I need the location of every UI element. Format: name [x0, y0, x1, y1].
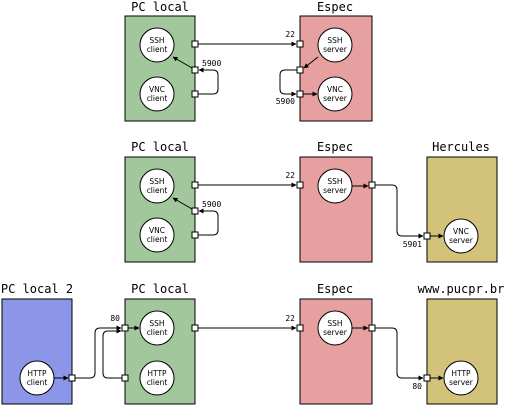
- espec-to-hercules: [375, 184, 424, 239]
- espec-title-3: Espec: [317, 282, 353, 296]
- vnc-server-node: VNC server: [317, 76, 353, 112]
- ssh-server-3-line1: SSH: [327, 319, 342, 328]
- row-1: PC local Espec SSH client VNC client SSH…: [124, 0, 373, 122]
- port-80-pucpr: [423, 374, 431, 382]
- http-server-line1: HTTP: [451, 369, 471, 378]
- port-5900-espec: [296, 90, 304, 98]
- espec-loop: [279, 69, 297, 97]
- port-5900-espec-label: 5900: [276, 97, 295, 106]
- http-client-pc-to-port-80: [102, 328, 122, 379]
- vnc-client-line2: client: [147, 94, 168, 103]
- pc2-to-port-80: [75, 325, 122, 379]
- ssh-server-node-3: SSH server: [317, 310, 353, 346]
- pucpr-title: www.pucpr.br: [418, 282, 505, 296]
- port-80-pc: [121, 324, 129, 332]
- vnc-client-loop: [198, 67, 219, 95]
- port-relay-espec: [296, 66, 304, 74]
- vnc-client-node-2: VNC client: [139, 217, 175, 253]
- ssh-server-3-line2: server: [323, 328, 348, 337]
- port-22-espec: [296, 40, 304, 48]
- ssh-server-node: SSH server: [317, 27, 353, 63]
- vnc-client-2-line2: client: [147, 235, 168, 244]
- http-client-pc-node: HTTP client: [139, 360, 175, 396]
- ssh-client-node-2: SSH client: [139, 168, 175, 204]
- row-3: PC local 2 PC local Espec www.pucpr.br H…: [1, 282, 505, 405]
- port-5900-pc: [191, 66, 199, 74]
- vnc-client-2-line1: VNC: [149, 226, 165, 235]
- pc-local-title-3: PC local: [131, 282, 189, 296]
- port-ssh-client-3: [191, 324, 199, 332]
- http-client-pc-line1: HTTP: [147, 369, 167, 378]
- port-5900-pc-label: 5900: [202, 59, 221, 68]
- forward-to-ssh-client-2: [172, 197, 193, 210]
- vnc-client-loop-2: [198, 208, 219, 236]
- vnc-client-line1: VNC: [149, 85, 165, 94]
- port-vnc-client: [191, 90, 199, 98]
- port-out-espec-3: [368, 324, 376, 332]
- ssh-server-to-relay: [303, 56, 319, 69]
- vnc-client-node: VNC client: [139, 76, 175, 112]
- port-22-espec-2: [296, 181, 304, 189]
- http-server-line2: server: [449, 378, 474, 387]
- http-client-pc-line2: client: [147, 378, 168, 387]
- ssh-server-2-line1: SSH: [327, 177, 342, 186]
- port-5900-label-2: 5900: [202, 200, 221, 209]
- ssh-server-line1: SSH: [327, 36, 342, 45]
- hercules-title: Hercules: [432, 140, 490, 154]
- port-ssh-client-2: [191, 181, 199, 189]
- http-client-pc2-line1: HTTP: [27, 369, 47, 378]
- port-22-label-2: 22: [285, 171, 295, 180]
- port-http-client-pc2: [68, 374, 76, 382]
- pc-local-2-title: PC local 2: [1, 282, 73, 296]
- ssh-client-line1: SSH: [149, 36, 164, 45]
- port-22-espec-3: [296, 324, 304, 332]
- port-5901-label: 5901: [403, 240, 422, 249]
- ssh-server-line2: server: [323, 45, 348, 54]
- port-5900-pc-2: [191, 207, 199, 215]
- port-out-espec-2: [368, 181, 376, 189]
- http-server-node: HTTP server: [443, 360, 479, 396]
- pc-local-title-2: PC local: [131, 140, 189, 154]
- espec-title: Espec: [317, 0, 353, 14]
- port-vnc-client-2: [191, 231, 199, 239]
- port-ssh-client: [191, 40, 199, 48]
- ssh-client-2-line1: SSH: [149, 177, 164, 186]
- port-http-client-pc: [121, 374, 129, 382]
- http-client-pc2-line2: client: [27, 378, 48, 387]
- http-client-pc2-node: HTTP client: [19, 360, 55, 396]
- ssh-client-3-line2: client: [147, 328, 168, 337]
- ssh-client-3-line1: SSH: [149, 319, 164, 328]
- vnc-server-line1: VNC: [327, 85, 343, 94]
- ssh-client-2-line2: client: [147, 186, 168, 195]
- espec-to-pucpr: [375, 327, 424, 381]
- ssh-client-node-3: SSH client: [139, 310, 175, 346]
- port-22-label-3: 22: [285, 314, 295, 323]
- port-80-server-label: 80: [412, 382, 422, 391]
- espec-title-2: Espec: [317, 140, 353, 154]
- ssh-server-2-line2: server: [323, 186, 348, 195]
- vnc-server-2-line2: server: [449, 236, 474, 245]
- port-80-pc-label: 80: [110, 314, 120, 323]
- forward-to-ssh-client: [172, 56, 193, 69]
- ssh-client-node: SSH client: [139, 27, 175, 63]
- ssh-server-node-2: SSH server: [317, 168, 353, 204]
- vnc-server-line2: server: [323, 94, 348, 103]
- port-5901-hercules: [423, 232, 431, 240]
- ssh-client-line2: client: [147, 45, 168, 54]
- vnc-server-node-2: VNC server: [443, 218, 479, 254]
- row-2: PC local Espec Hercules SSH client VNC c…: [124, 140, 498, 263]
- port-22-label: 22: [285, 30, 295, 39]
- vnc-server-2-line1: VNC: [453, 227, 469, 236]
- pc-local-title: PC local: [131, 0, 189, 14]
